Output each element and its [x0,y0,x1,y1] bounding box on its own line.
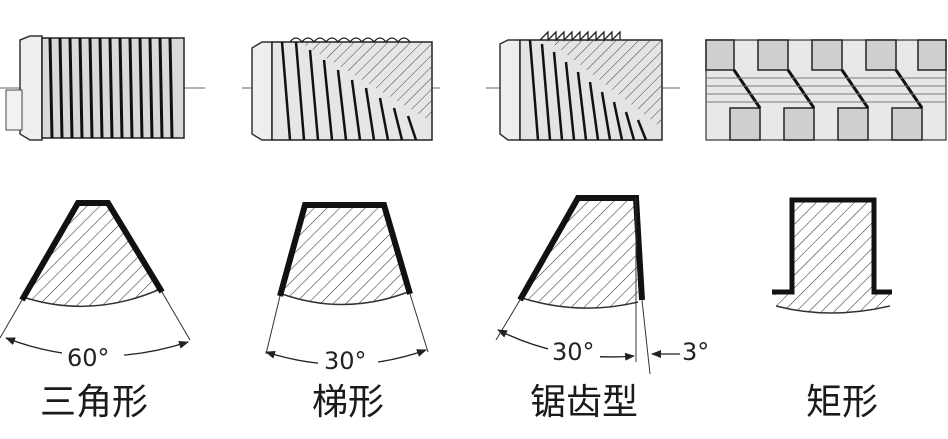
trapezoidal-angle-label: 30° [324,347,367,375]
buttress-angle-label: 30° [552,338,595,366]
rectangular-label: 矩形 [806,382,879,423]
triangular-label: 三角形 [40,382,149,423]
triangular-profile: 60° [0,200,191,372]
buttress-profile: 30° 3° [495,195,709,375]
triangular-thread-bolt [0,35,205,141]
trapezoidal-profile: 30° [265,202,429,375]
trapezoidal-label: 梯形 [312,382,385,423]
buttress-label: 锯齿型 [530,382,639,423]
trapezoidal-thread-bolt [242,37,440,141]
buttress-small-angle-label: 3° [682,338,709,366]
buttress-thread-bolt [486,30,680,141]
triangular-angle-label: 60° [67,344,110,372]
rectangular-thread-bolt [705,39,947,141]
rectangular-profile [772,197,892,314]
